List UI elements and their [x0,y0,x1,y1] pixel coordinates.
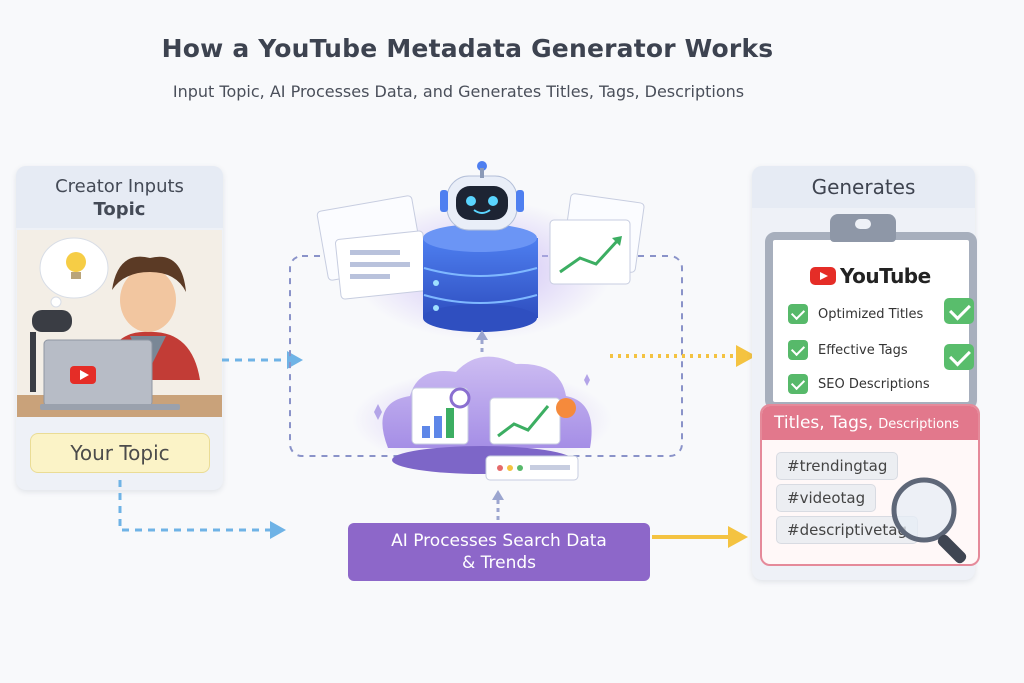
ai-process-box: AI Processes Search Data & Trends [348,523,650,581]
youtube-brand-text: YouTube [840,264,931,288]
creator-illustration [17,230,222,417]
checklist-label: Optimized Titles [818,306,924,322]
checklist-item: SEO Descriptions [788,372,930,396]
arrow-to-output [736,345,756,367]
cloud-analytics-illustration [352,356,612,481]
your-topic-box: Your Topic [30,433,210,473]
checkbox-checked-icon [788,340,808,360]
clipboard-clip-icon [830,214,896,242]
lightbulb-icon [66,252,86,272]
creator-input-heading: Creator Inputs Topic [16,166,223,228]
checklist-item: Optimized Titles [788,302,923,326]
tags-card-heading-main: Titles, Tags, [774,413,874,433]
checkmark-icon [944,344,974,370]
youtube-brand: YouTube [810,263,931,289]
checkbox-checked-icon [788,374,808,394]
search-icon [449,387,471,409]
tag-pill: #videotag [776,484,877,512]
microphone-icon [32,310,72,332]
tags-card-heading-sub: Descriptions [878,417,960,432]
creator-input-heading-line1: Creator Inputs [55,176,184,197]
ai-process-line2: & Trends [461,553,537,573]
tag-pill: #descriptivetag [776,516,918,544]
output-heading: Generates [752,166,975,208]
magnifier-icon [891,477,957,543]
checkmark-icon [944,298,974,324]
creator-input-heading-line2: Topic [93,199,146,220]
arrow-to-tags [728,526,748,548]
ai-robot-illustration [316,161,645,340]
arrow-to-process [270,521,286,539]
youtube-logo-icon [810,267,836,285]
checklist-label: Effective Tags [818,342,908,358]
page-title: How a YouTube Metadata Generator Works [161,34,774,63]
page-subtitle: Input Topic, AI Processes Data, and Gene… [172,82,745,101]
tag-pill: #trendingtag [776,452,899,480]
trend-badge-icon [556,398,576,418]
checkbox-checked-icon [788,304,808,324]
checklist-label: SEO Descriptions [818,376,930,392]
checklist-item: Effective Tags [788,338,908,362]
tags-card-heading: Titles, Tags, Descriptions [762,406,978,440]
ai-process-line1: AI Processes Search Data [391,531,607,551]
